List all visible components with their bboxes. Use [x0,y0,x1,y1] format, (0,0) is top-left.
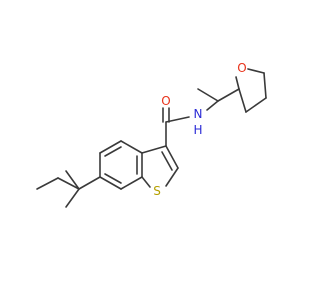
atom-label-sulfur: S [153,184,161,198]
bond-thf-c4-c3 [245,97,267,113]
bond-n-ch [206,100,219,111]
bond-thf-c3-c2 [238,88,247,113]
atom-label-amide-hydrogen: H [193,123,202,137]
bond-ch-thf-c2 [217,88,240,102]
bond-s1-c7a [141,176,151,188]
bond-double-c5-c4-inner [104,146,122,157]
atom-label-carbonyl-oxygen: O [161,94,170,108]
bond-ethyl-ch2-cq [57,177,80,190]
bond-layer [36,68,267,208]
atom-label-layer: O N H O S [153,61,247,198]
bond-ch-methyl [197,88,219,102]
bond-cq-c6 [78,176,101,190]
bond-double-c7-c6-inner [104,173,122,184]
atom-label-ring-oxygen: O [237,61,246,75]
bond-carbonyl-c-n [165,116,190,123]
bond-c4-c3a [120,140,143,154]
bond-ethyl-ch3-ch2 [36,177,59,190]
atom-label-amide-nitrogen: N [194,107,203,121]
bond-cq-methyl-up [65,170,80,190]
bond-cq-methyl-down [65,188,80,208]
bond-double-c3-c2-inner [161,151,173,171]
bond-c7-c6 [99,176,122,190]
bond-c3a-c3 [141,145,167,154]
bond-thf-c2-o [235,76,240,90]
bond-thf-o-c5 [247,68,265,74]
bond-c7a-c7 [120,176,143,190]
molecule-structure-diagram: O N H O S [36,61,267,208]
bond-thf-c5-c4 [263,72,267,99]
bond-c2-s1 [165,167,179,187]
bond-c3-c2 [165,145,179,169]
bond-c5-c4 [99,140,122,154]
